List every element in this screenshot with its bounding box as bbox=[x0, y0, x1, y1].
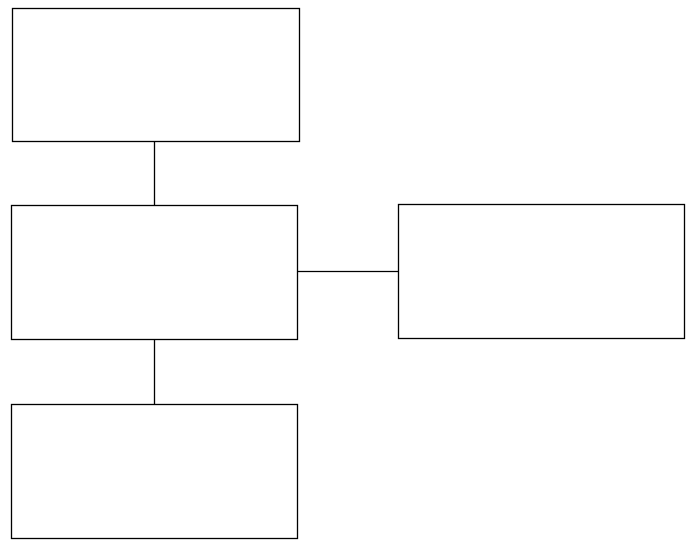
node-top-box bbox=[11, 7, 301, 143]
node-middle-box bbox=[10, 204, 299, 341]
node-right-box bbox=[397, 203, 686, 340]
node-bottom-box bbox=[10, 403, 299, 540]
